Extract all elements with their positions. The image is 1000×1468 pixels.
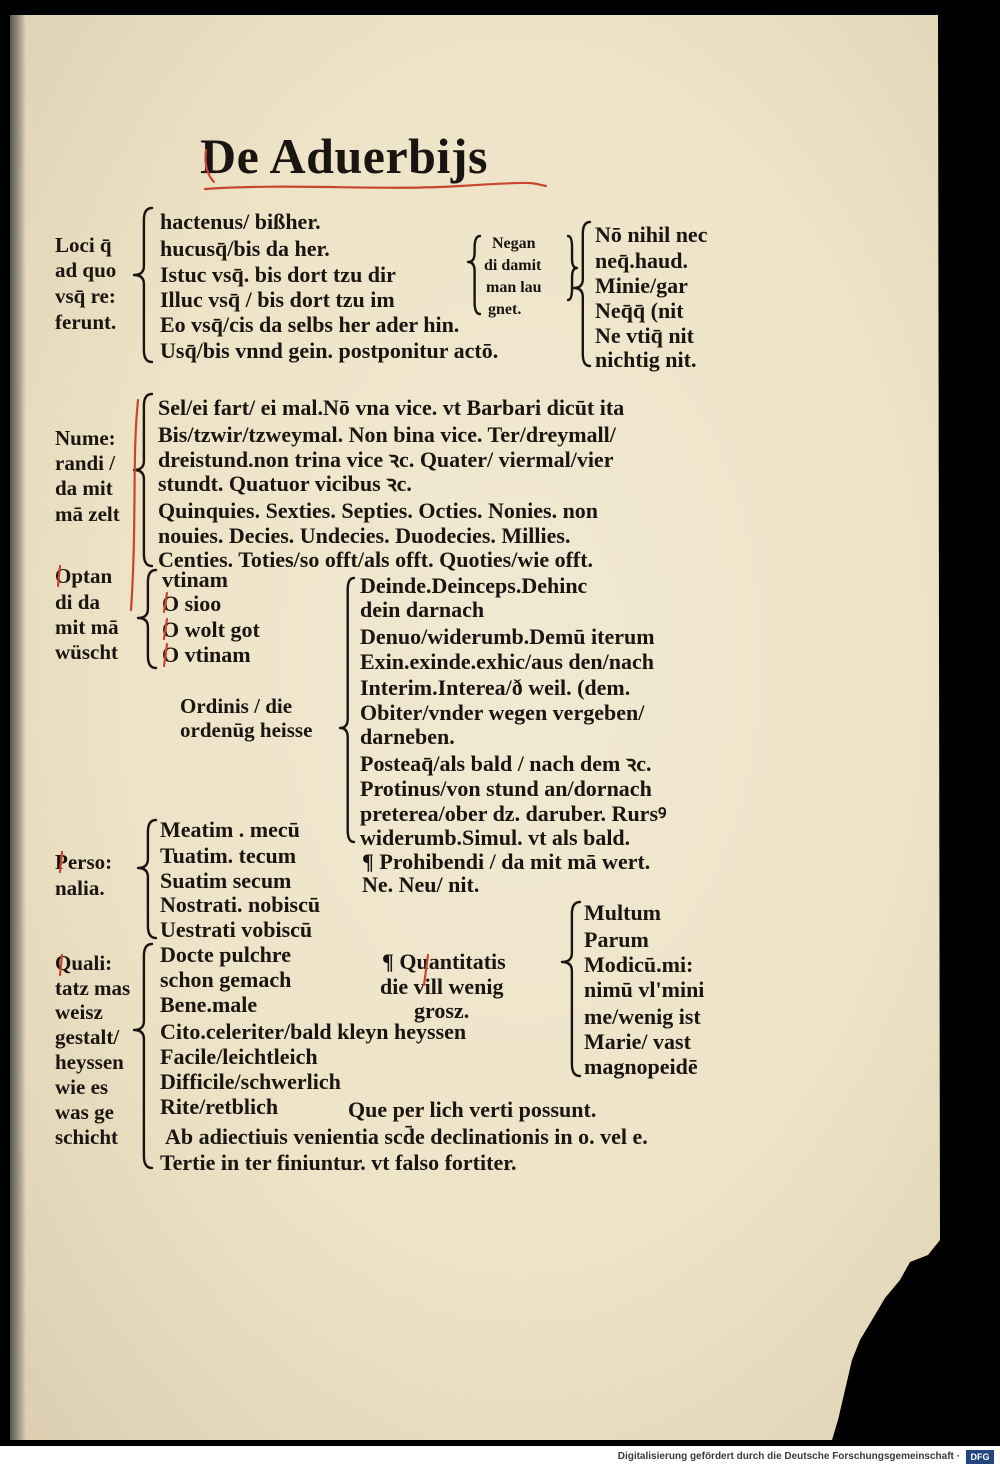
negandi-line: neq̄.haud.	[595, 248, 688, 273]
optandi-line: O sioo	[162, 591, 222, 616]
ordinis-line: Obiter/vnder wegen vergeben/	[360, 700, 645, 725]
loci-line: Eo vsq̄/cis da selbs her ader hin.	[160, 312, 460, 337]
personalia-line: Uestrati vobiscū	[160, 917, 313, 942]
quantitatis-line: nimū vl'mini	[584, 977, 705, 1002]
qualitatis-line: Rite/retblich	[160, 1094, 279, 1119]
negandi-label-line: Negan	[492, 235, 536, 252]
ordinis-line: widerumb.Simul. vt als bald.	[360, 825, 631, 850]
ordinis-line: dein darnach	[360, 597, 485, 622]
loci-line: hactenus/ bißher.	[160, 209, 321, 234]
loci-label-line: Loci q̄	[55, 233, 112, 257]
ordinis-line: Interim.Interea/ð weil. (dem.	[360, 675, 631, 700]
funding-credit: Digitalisierung gefördert durch die Deut…	[617, 1451, 960, 1462]
loci-line: hucusq̄/bis da her.	[160, 236, 330, 261]
optandi-line: O vtinam	[162, 642, 251, 667]
ordinis-line: Protinus/von stund an/dornach	[360, 776, 652, 801]
ordinis-line: preterea/ober dz. daruber. Rursꝰ	[360, 801, 667, 826]
ordinis-label-line: ordenūg heisse	[180, 718, 313, 742]
numerandi-line: Bis/tzwir/tzweymal. Non bina vice. Ter/d…	[158, 422, 616, 447]
ordinis-line: darneben.	[360, 724, 455, 749]
ordinis-line: Denuo/widerumb.Demū iterum	[360, 624, 655, 649]
qualitatis-label-line: weisz	[55, 1000, 103, 1024]
negandi-line: Minie/gar	[595, 273, 688, 298]
quantitatis-line: Marie/ vast	[584, 1029, 691, 1054]
quantitatis-line: me/wenig ist	[584, 1004, 701, 1029]
ordinis-label-line: Ordinis / die	[180, 694, 293, 718]
optandi-label-line: mit mā	[55, 615, 119, 639]
personalia-line: Tuatim. tecum	[160, 843, 297, 868]
numerandi-line: Centies. Toties/so offt/als offt. Quotie…	[158, 547, 594, 572]
optandi-line: vtinam	[162, 567, 228, 592]
qualitatis-line: Facile/leichtleich	[160, 1044, 318, 1069]
personalia-line: Meatim . mecū	[160, 817, 300, 842]
qualitatis-line: schon gemach	[160, 967, 292, 992]
qualitatis-line: Cito.celeriter/bald kleyn heyssen	[160, 1019, 467, 1044]
qualitatis-label-line: gestalt/	[55, 1025, 120, 1049]
numerandi-label-line: da mit	[55, 476, 113, 500]
qualitatis-label-line: wie es	[55, 1075, 109, 1099]
quantitatis-label-line: grosz.	[414, 998, 470, 1023]
quantitatis-line: Parum	[584, 927, 649, 952]
optandi-label-line: wüscht	[55, 640, 119, 664]
ordinis-line: Exin.exinde.exhic/aus den/nach	[360, 649, 655, 674]
qualitatis-line: Docte pulchre	[160, 942, 291, 967]
loci-line: Istuc vsq̄. bis dort tzu dir	[160, 262, 396, 287]
quantitatis-line: Multum	[584, 900, 661, 925]
page-title: De Aduerbijs	[200, 128, 488, 184]
loci-label-line: vsq̄ re:	[55, 284, 116, 308]
negandi-line: Neq̄q̄ (nit	[595, 298, 684, 323]
personalia-line: Suatim secum	[160, 868, 292, 893]
ordinis-line: Posteaq̄/als bald / nach dem ꝛc.	[360, 751, 652, 776]
numerandi-label-line: randi /	[55, 451, 116, 475]
loci-line: Usq̄/bis vnnd gein. postponitur actō.	[160, 338, 499, 363]
ordinis-line: Deinde.Deinceps.Dehinc	[360, 573, 588, 598]
qualitatis-label-line: Quali:	[55, 951, 113, 975]
qualitatis-note: Que per lich verti possunt.	[348, 1097, 597, 1122]
qualitatis-label-line: was ge	[55, 1100, 114, 1124]
negandi-label-line: man lau	[486, 279, 542, 296]
numerandi-label-line: mā zelt	[55, 502, 120, 526]
qualitatis-line: Bene.male	[160, 992, 258, 1017]
loci-label-line: ad quo	[55, 258, 117, 282]
numerandi-line: dreistund.non trina vice ꝛc. Quater/ vie…	[158, 447, 614, 472]
quantitatis-label-line: ¶ Quantitatis	[382, 949, 506, 974]
numerandi-line: Sel/ei fart/ ei mal.Nō vna vice. vt Barb…	[158, 395, 625, 420]
page-gutter	[10, 15, 26, 1440]
qualitatis-rule-line: Ab adiectiuis venientia scd̄e declinatio…	[165, 1124, 648, 1149]
numerandi-line: Quinquies. Sexties. Septies. Octies. Non…	[158, 498, 599, 523]
qualitatis-rule-line: Tertie in ter finiuntur. vt falso fortit…	[160, 1150, 517, 1175]
optandi-line: O wolt got	[162, 617, 260, 642]
negandi-label-line: di damit	[484, 257, 542, 274]
numerandi-line: stundt. Quatuor vicibus ꝛc.	[158, 471, 412, 496]
qualitatis-label-line: tatz mas	[55, 976, 131, 1000]
numerandi-label-line: Nume:	[55, 426, 116, 450]
negandi-label-line: gnet.	[488, 301, 522, 318]
quantitatis-line: magnopeidē	[584, 1054, 698, 1079]
personalia-line: Nostrati. nobiscū	[160, 892, 321, 917]
loci-label-line: ferunt.	[55, 310, 117, 334]
dfg-logo: DFG	[966, 1450, 994, 1464]
numerandi-line: nouies. Decies. Undecies. Duodecies. Mil…	[158, 523, 571, 548]
prohibendi-line: ¶ Prohibendi / da mit mā wert.	[362, 849, 651, 874]
qualitatis-line: Difficile/schwerlich	[160, 1069, 341, 1094]
optandi-label-line: di da	[55, 590, 100, 614]
negandi-line: Nō nihil nec	[595, 222, 708, 247]
negandi-line: nichtig nit.	[595, 347, 697, 372]
personalia-label-line: nalia.	[55, 876, 105, 900]
quantitatis-line: Modicū.mi:	[584, 952, 694, 977]
optandi-label-line: Optan	[55, 564, 113, 588]
qualitatis-label-line: heyssen	[55, 1050, 124, 1074]
prohibendi-line: Ne. Neu/ nit.	[362, 872, 480, 897]
digitization-footer: Digitalisierung gefördert durch die Deut…	[0, 1446, 1000, 1468]
qualitatis-label-line: schicht	[55, 1125, 118, 1149]
loci-line: Illuc vsq̄ / bis dort tzu im	[160, 287, 395, 312]
quantitatis-label-line: die vill wenig	[380, 974, 504, 999]
personalia-label-line: Perso:	[55, 850, 113, 874]
negandi-line: Ne vtiq̄ nit	[595, 323, 694, 348]
